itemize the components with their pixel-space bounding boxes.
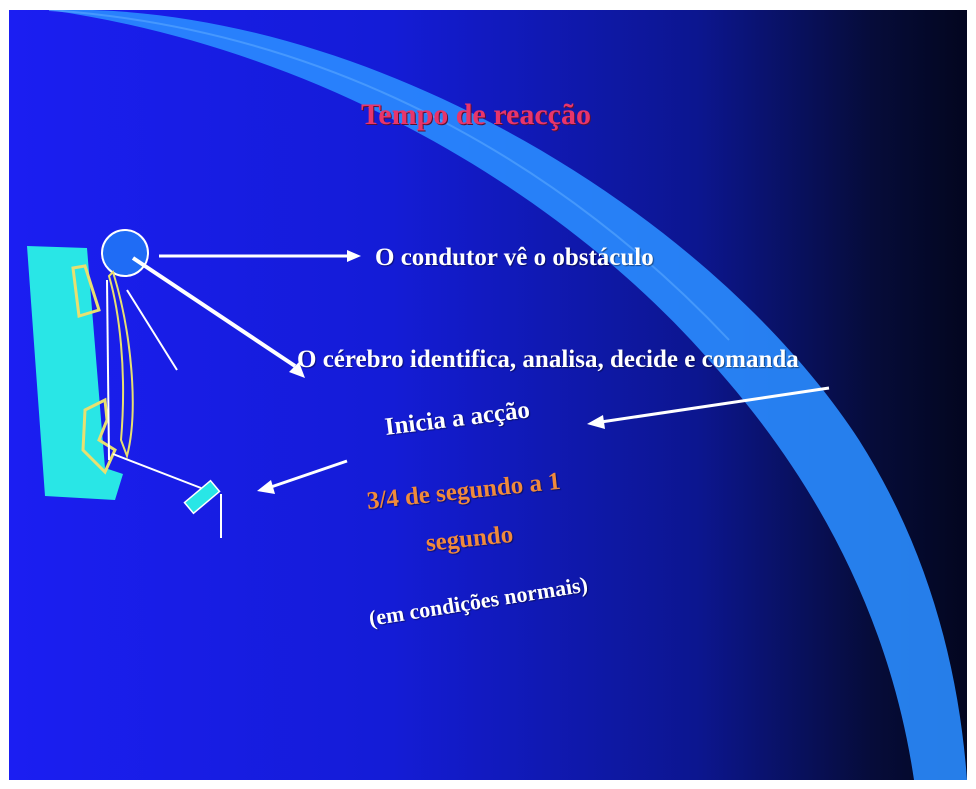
driver-arm-outline [71, 264, 101, 318]
driver-arm [126, 289, 178, 371]
driver-leg [112, 453, 202, 489]
label-driver-sees-obstacle: O condutor vê o obstáculo [375, 244, 654, 271]
arrowhead-brain [289, 362, 305, 378]
driver-torso [107, 270, 134, 460]
label-brain-processes: O cérebro identifica, analisa, decide e … [297, 346, 799, 373]
driver-figure [27, 229, 222, 538]
driver-spine [106, 279, 110, 461]
arrow-head-to-brain [131, 256, 297, 368]
arrows [131, 250, 830, 494]
arrow-action-to-pedal [270, 459, 348, 489]
driver-leg-outline [81, 397, 117, 475]
arrowhead-action [587, 415, 605, 429]
slide-title: Tempo de reacção [361, 98, 591, 131]
brake-pedal [183, 479, 221, 515]
background-swoosh-highlight [48, 10, 730, 341]
arrowhead-pedal [257, 480, 275, 494]
driver-head [101, 229, 149, 277]
slide: Tempo de reacção O condutor vê o obstácu… [9, 10, 967, 780]
arrowhead-sees [347, 250, 361, 262]
arrow-brain-to-action [600, 386, 830, 424]
slide-graphics [27, 10, 967, 780]
